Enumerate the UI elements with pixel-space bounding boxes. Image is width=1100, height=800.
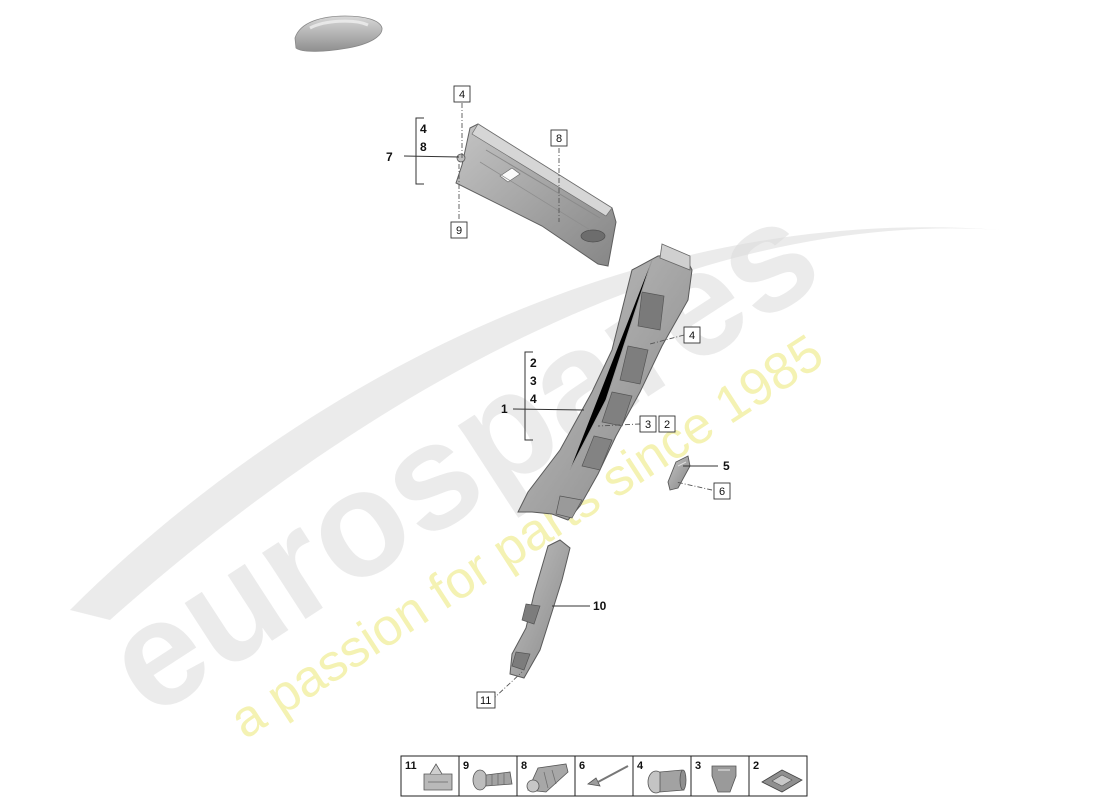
box-callout-2: 2 (664, 419, 670, 431)
callouts: 7 4 8 1 2 3 4 5 10 4 8 9 4 3 2 6 11 (386, 85, 731, 709)
grommet-icon (647, 769, 687, 794)
box-callout-4-top: 4 (459, 89, 465, 101)
callout-1-group-3: 4 (530, 392, 537, 406)
callout-7: 7 (386, 150, 393, 164)
callout-7-group-2: 8 (420, 140, 427, 154)
box-callout-8-top: 8 (556, 133, 562, 145)
callout-5: 5 (723, 459, 730, 473)
fastener-legend: 11 9 8 6 4 (400, 755, 808, 797)
car-thumbnail-icon (294, 15, 383, 52)
box-callout-6: 6 (719, 486, 725, 498)
box-callout-11: 11 (480, 695, 491, 707)
legend-number-8: 8 (521, 760, 527, 772)
expanding-clip-icon (526, 763, 569, 793)
callout-1: 1 (501, 402, 508, 416)
leader-lines (403, 103, 718, 701)
pin-icon (587, 765, 629, 787)
watermark-brand: eurospares (76, 165, 846, 746)
lower-trim-panel (509, 539, 571, 679)
legend-number-4: 4 (637, 760, 644, 772)
upper-trim-panel (455, 123, 617, 267)
legend-number-6: 6 (579, 760, 585, 772)
watermark: eurospares a passion for parts since 198… (70, 165, 1000, 750)
box-callout-9: 9 (456, 225, 462, 237)
callout-1-group-2: 3 (530, 374, 537, 388)
spring-clip-icon (423, 763, 453, 791)
legend-number-11: 11 (405, 760, 417, 772)
legend-number-2: 2 (753, 760, 759, 772)
callout-10: 10 (593, 599, 607, 613)
box-callout-4-right: 4 (689, 330, 695, 342)
callout-1-group-1: 2 (530, 356, 537, 370)
pillar-trim-panel (517, 243, 693, 521)
watermark-swoosh (70, 227, 1000, 620)
legend-number-3: 3 (695, 760, 701, 772)
screw-rivet-icon (472, 769, 513, 791)
small-bracket-part (667, 455, 691, 491)
callout-7-group-1: 4 (420, 122, 427, 136)
pad-icon (761, 769, 803, 793)
box-callout-3: 3 (645, 419, 651, 431)
push-clip-icon (711, 765, 737, 793)
legend-number-9: 9 (463, 760, 469, 772)
